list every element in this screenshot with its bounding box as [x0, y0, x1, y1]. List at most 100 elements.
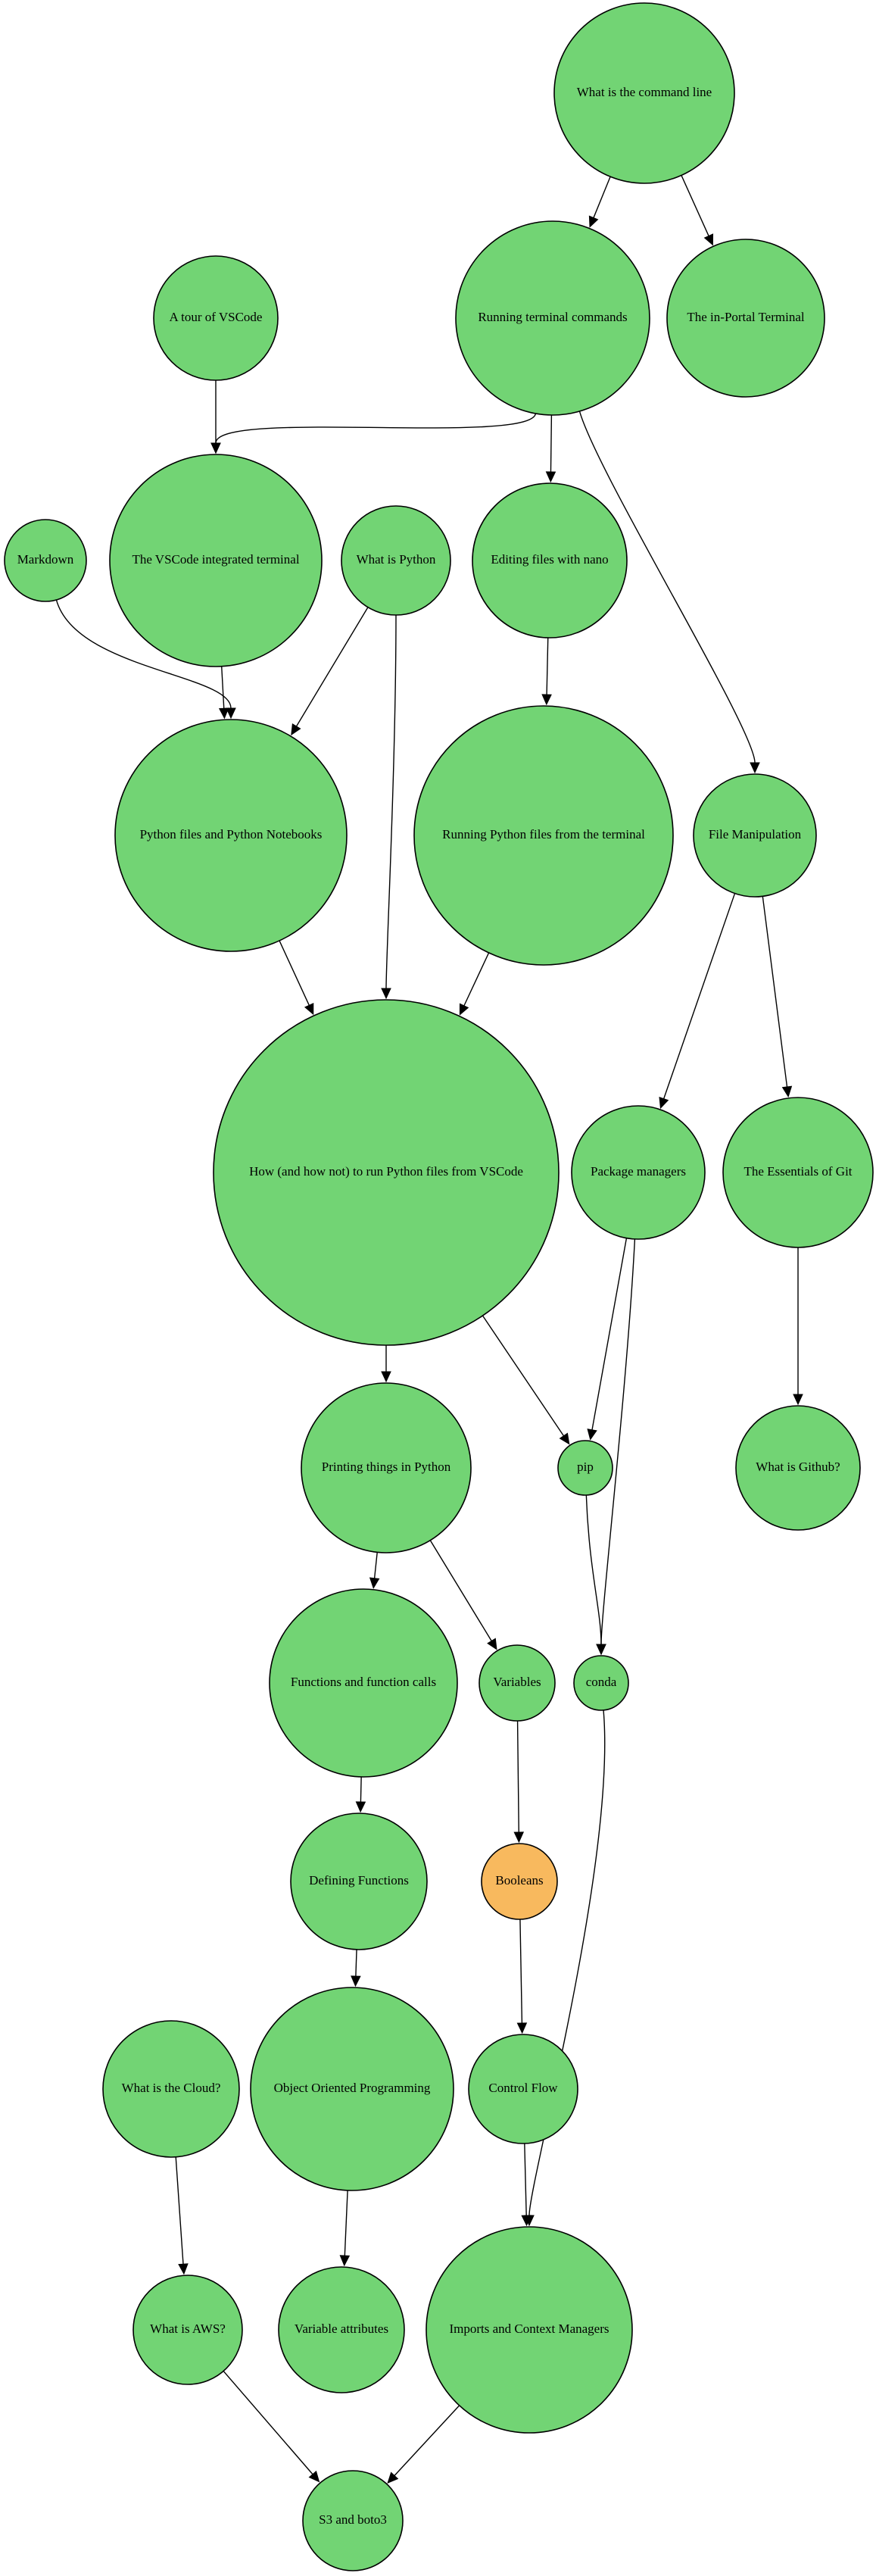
node-github: What is Github? [735, 1405, 861, 1531]
edge-line [463, 952, 490, 1007]
node-label: What is the command line [577, 85, 712, 99]
node-vsterm: The VSCode integrated terminal [109, 454, 323, 667]
edge-conda-to-imports [524, 1710, 606, 2227]
node-label: Running Python files from the terminal [442, 827, 645, 841]
arrowhead-icon [351, 1975, 361, 1987]
edge-running-to-nano [545, 414, 556, 483]
node-label: What is the Cloud? [122, 2081, 221, 2095]
node-label: Markdown [17, 552, 74, 567]
arrowhead-icon [559, 1432, 570, 1445]
node-filemanip: File Manipulation [693, 773, 817, 898]
edge-line [295, 607, 369, 727]
edge-printing-to-funcs [369, 1552, 380, 1589]
node-circle [735, 1405, 861, 1531]
edge-line [663, 893, 736, 1099]
arrowhead-icon [587, 1429, 597, 1441]
arrowhead-icon [588, 215, 599, 228]
edge-runpyterm-to-howrun [459, 952, 490, 1016]
node-circle [269, 1588, 458, 1778]
edge-nano-to-runpyterm [541, 637, 552, 706]
node-label: The Essentials of Git [744, 1164, 852, 1179]
edge-line [344, 2190, 348, 2256]
arrowhead-icon [369, 1577, 380, 1589]
arrowhead-icon [210, 442, 221, 454]
node-label: What is Github? [756, 1460, 840, 1474]
node-label: Running terminal commands [478, 310, 627, 324]
edge-git-to-github [793, 1247, 803, 1406]
arrowhead-icon [521, 2215, 532, 2227]
arrowhead-icon [596, 1644, 606, 1656]
edges-layer [55, 175, 803, 2484]
node-pkgmgr: Package managers [571, 1105, 706, 1240]
node-circle [693, 773, 817, 898]
node-circle [290, 1813, 428, 1950]
node-label: Imports and Context Managers [449, 2322, 609, 2336]
edge-running-to-vsterm [210, 413, 537, 454]
node-circle [4, 519, 87, 602]
edge-line [385, 614, 397, 989]
node-howrun: How (and how not) to run Python files fr… [213, 999, 560, 1346]
node-label: Control Flow [488, 2081, 558, 2095]
node-label: Editing files with nano [491, 552, 608, 567]
node-label: How (and how not) to run Python files fr… [249, 1164, 523, 1179]
node-circle [341, 505, 451, 616]
node-label: Object Oriented Programming [274, 2081, 431, 2095]
node-label: Variable attributes [295, 2322, 388, 2336]
node-label: File Manipulation [709, 827, 802, 841]
edge-oop-to-varattr [339, 2190, 351, 2267]
edge-line [360, 1776, 362, 1803]
node-label: Printing things in Python [322, 1460, 451, 1474]
edge-line [762, 896, 788, 1088]
arrowhead-icon [781, 1085, 793, 1098]
node-defining: Defining Functions [290, 1813, 428, 1950]
edge-line [550, 414, 553, 473]
node-git: The Essentials of Git [722, 1097, 874, 1248]
node-circle [102, 2020, 240, 2158]
node-circle [722, 1097, 874, 1248]
node-circle [132, 2275, 243, 2385]
node-circle [557, 1440, 613, 1496]
edge-defining-to-oop [351, 1949, 361, 1987]
edge-howrun-to-printing [381, 1345, 391, 1383]
edge-line [591, 1238, 628, 1430]
node-circle [481, 1843, 558, 1920]
node-whatpy: What is Python [341, 505, 451, 616]
edge-line [546, 637, 549, 695]
arrowhead-icon [459, 1003, 469, 1016]
arrowhead-icon [387, 2471, 399, 2484]
arrowhead-icon [659, 1096, 669, 1110]
edge-booleans-to-control [516, 1919, 528, 2034]
node-label: Booleans [495, 1873, 543, 1888]
arrowhead-icon [178, 2263, 189, 2275]
arrowhead-icon [291, 723, 301, 736]
node-circle [426, 2226, 633, 2434]
node-circle [413, 705, 674, 966]
node-cloud: What is the Cloud? [102, 2020, 240, 2158]
arrowhead-icon [304, 1003, 314, 1016]
node-label: What is AWS? [150, 2322, 226, 2336]
node-label: Functions and function calls [291, 1675, 436, 1689]
node-circle [553, 2, 735, 184]
node-label: The VSCode integrated terminal [132, 552, 299, 567]
node-circle [109, 454, 323, 667]
edge-howrun-to-pip [482, 1315, 570, 1445]
node-label: A tour of VSCode [170, 310, 263, 324]
edge-printing-to-variables [429, 1540, 497, 1650]
edge-imports-to-s3 [387, 2405, 460, 2484]
node-circle [278, 2266, 405, 2393]
edge-line [223, 2370, 313, 2475]
node-portal: The in-Portal Terminal [666, 239, 825, 398]
node-pyfiles: Python files and Python Notebooks [114, 719, 348, 952]
edge-whatpy-to-howrun [381, 614, 397, 1000]
edge-line [516, 1720, 519, 1833]
node-label: S3 and boto3 [319, 2512, 387, 2527]
arrowhead-icon [355, 1801, 366, 1813]
arrowhead-icon [516, 2022, 528, 2034]
edge-cmdline-to-portal [681, 175, 714, 246]
edge-line [373, 1552, 378, 1578]
node-label: The in-Portal Terminal [687, 310, 805, 324]
edge-aws-to-s3 [223, 2370, 320, 2483]
edge-funcs-to-defining [355, 1776, 366, 1813]
node-label: Defining Functions [309, 1873, 409, 1888]
arrowhead-icon [487, 1638, 497, 1650]
